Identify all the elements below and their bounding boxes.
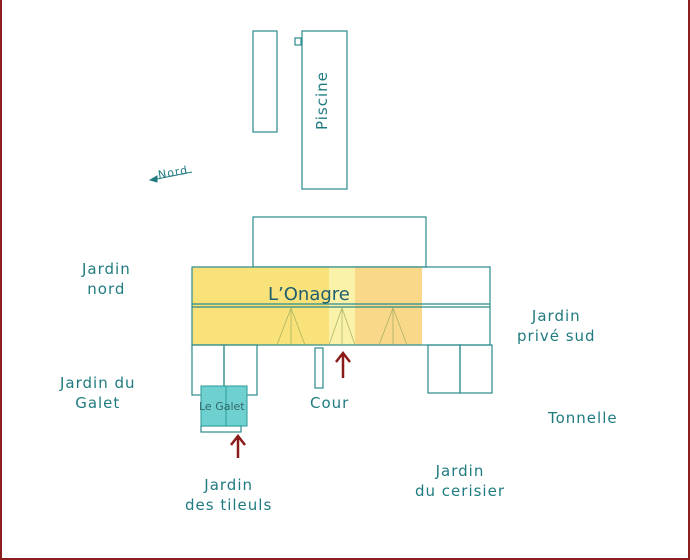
label-le-galet: Le Galet: [199, 400, 245, 413]
building-piscine[interactable]: [301, 30, 348, 190]
building-le-galet[interactable]: [200, 385, 248, 427]
tent-1: [276, 306, 306, 346]
cour-structure: [314, 347, 324, 389]
building-annex[interactable]: [252, 30, 278, 133]
galet-step: [200, 425, 242, 433]
tent-2: [328, 306, 356, 346]
entrance-arrow-icon: [230, 433, 246, 458]
room-right[interactable]: [427, 344, 461, 394]
north-arrow-icon: [148, 171, 193, 183]
tent-3: [378, 306, 408, 346]
onagre-zone-yellow[interactable]: [192, 267, 329, 345]
onagre-zone-orange[interactable]: [355, 267, 422, 345]
label-cour: Cour: [310, 394, 350, 412]
entrance-arrow-icon: [335, 350, 351, 378]
label-onagre: L’Onagre: [268, 284, 350, 305]
label-jardin-cerisier: Jardin du cerisier: [415, 462, 505, 500]
building-onagre[interactable]: [191, 266, 491, 346]
label-piscine: Piscine: [313, 71, 331, 130]
label-jardin-nord: Jardin nord: [82, 260, 131, 298]
piscine-small-structure: [294, 37, 302, 46]
label-jardin-prive-sud: Jardin privé sud: [517, 307, 596, 345]
label-tonnelle: Tonnelle: [548, 409, 618, 427]
room-right-2[interactable]: [459, 344, 493, 394]
label-jardin-tileuls: Jardin des tileuls: [185, 476, 273, 514]
building-upper[interactable]: [252, 216, 427, 268]
label-jardin-galet: Jardin du Galet: [60, 374, 136, 412]
